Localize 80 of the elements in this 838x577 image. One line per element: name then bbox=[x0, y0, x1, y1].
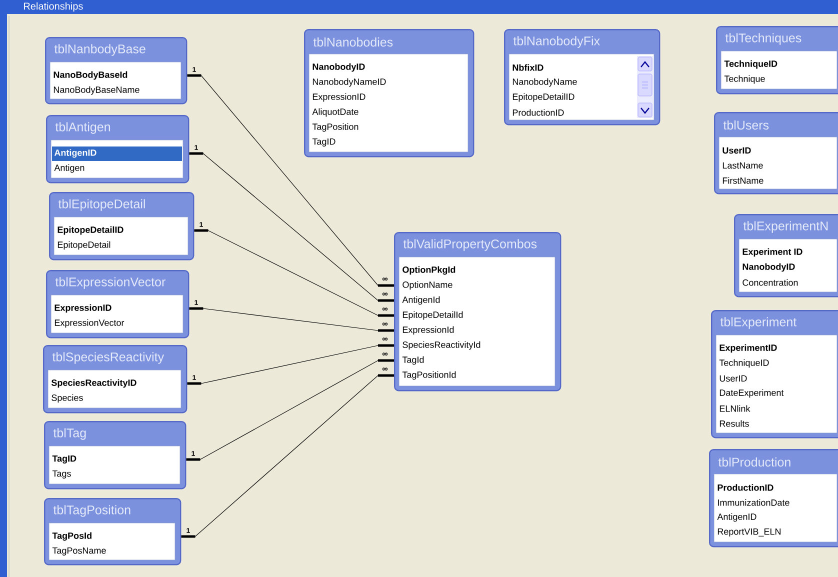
table-title: tblProduction bbox=[718, 457, 790, 467]
cardinality-many: ∞ bbox=[382, 352, 388, 356]
field-name: Experiment ID bbox=[742, 248, 802, 257]
field-name: ProductionID bbox=[512, 109, 564, 116]
field-name: NanobodyNameID bbox=[312, 78, 386, 87]
field-name: NanobodyID bbox=[742, 263, 795, 272]
relationship-line bbox=[194, 229, 394, 317]
cardinality-many: ∞ bbox=[382, 338, 388, 341]
field-name: Technique bbox=[724, 75, 765, 84]
relationship-line bbox=[181, 374, 394, 538]
field-name: NanoBodyBaseName bbox=[54, 86, 140, 95]
field-name: Species bbox=[52, 394, 83, 403]
table-title: tblEpitopeDetail bbox=[58, 199, 145, 211]
relationship-line bbox=[189, 152, 394, 302]
field-name: OptionPkgId bbox=[402, 266, 456, 275]
field-name: ImmunizationDate bbox=[718, 499, 790, 506]
field-name: TagID bbox=[312, 138, 336, 147]
table-title: tblExperimentN bbox=[743, 221, 828, 233]
field-name: TechniqueID bbox=[719, 359, 769, 368]
field-name: ExperimentID bbox=[720, 344, 777, 353]
cardinality-many: ∞ bbox=[382, 368, 388, 371]
field-name: TagID bbox=[52, 455, 76, 464]
field-name: UserID bbox=[720, 375, 747, 382]
table-title: tblTechniques bbox=[725, 33, 802, 45]
field-name: ExpressionID bbox=[54, 304, 112, 313]
table-title: tblNanobodies bbox=[313, 37, 393, 47]
relationship-line bbox=[187, 344, 394, 385]
field-name: TagPosition bbox=[312, 123, 358, 132]
field-name: EpitopeDetailId bbox=[402, 311, 463, 320]
field-name: OptionName bbox=[402, 281, 452, 290]
field-name: AntigenID bbox=[54, 149, 96, 158]
field-name: EpitopeDetailID bbox=[58, 226, 124, 235]
table-title: tblSpeciesReactivity bbox=[52, 352, 164, 364]
cardinality-many: ∞ bbox=[382, 278, 388, 281]
field-name: ELNlink bbox=[720, 405, 750, 412]
field-name: Results bbox=[720, 420, 749, 427]
field-name: DateExperiment bbox=[720, 389, 784, 398]
table-title: tblTag bbox=[53, 428, 86, 440]
field-name: TechniqueID bbox=[724, 60, 778, 69]
field-name: TagPosName bbox=[52, 547, 106, 556]
table-title: tblNanbodyBase bbox=[54, 44, 146, 56]
field-name: Antigen bbox=[54, 164, 84, 173]
table-title: tblNanobodyFix bbox=[513, 36, 600, 48]
field-name: Tags bbox=[52, 470, 71, 479]
field-name: NanobodyName bbox=[512, 78, 577, 87]
table-title: tblTagPosition bbox=[53, 505, 130, 517]
field-name: SpeciesReactivityID bbox=[51, 379, 136, 388]
field-name: Concentration bbox=[742, 279, 798, 286]
field-name: NanobodyID bbox=[312, 63, 365, 72]
field-name: AliquotDate bbox=[312, 108, 358, 117]
field-name: ExpressionID bbox=[312, 93, 366, 102]
field-name: ExpressionVector bbox=[54, 319, 124, 328]
field-name: LastName bbox=[722, 162, 763, 169]
cardinality-many: ∞ bbox=[382, 308, 388, 311]
field-name: UserID bbox=[722, 147, 751, 154]
field-name: AntigenId bbox=[402, 296, 440, 305]
table-title: tblExpressionVector bbox=[55, 277, 166, 289]
field-name: NanoBodyBaseId bbox=[54, 71, 128, 80]
field-name: NbfixID bbox=[512, 64, 544, 71]
window-title: Relationships bbox=[24, 2, 83, 12]
relationship-line bbox=[186, 359, 394, 461]
table-title: tblAntigen bbox=[55, 122, 110, 134]
table-title: tblUsers bbox=[723, 120, 769, 130]
relationship-line bbox=[189, 307, 394, 332]
field-name: ExpressionId bbox=[402, 326, 454, 335]
table-title: tblValidPropertyCombos bbox=[403, 239, 537, 251]
field-name: SpeciesReactivityId bbox=[402, 341, 480, 350]
field-name: EpitopeDetailID bbox=[512, 93, 574, 102]
field-name: AntigenID bbox=[717, 513, 756, 522]
field-name: FirstName bbox=[722, 177, 764, 184]
field-name: EpitopeDetail bbox=[58, 241, 110, 250]
field-name: ProductionID bbox=[718, 484, 774, 491]
field-name: ReportVIB_ELN bbox=[718, 528, 780, 537]
table-title: tblExperiment bbox=[720, 317, 797, 329]
cardinality-many: ∞ bbox=[382, 322, 388, 326]
cardinality-many: ∞ bbox=[382, 292, 388, 296]
field-name: TagId bbox=[402, 356, 424, 365]
field-name: TagPositionId bbox=[402, 371, 456, 380]
relationship-line bbox=[187, 74, 394, 287]
field-name: TagPosId bbox=[52, 532, 92, 541]
